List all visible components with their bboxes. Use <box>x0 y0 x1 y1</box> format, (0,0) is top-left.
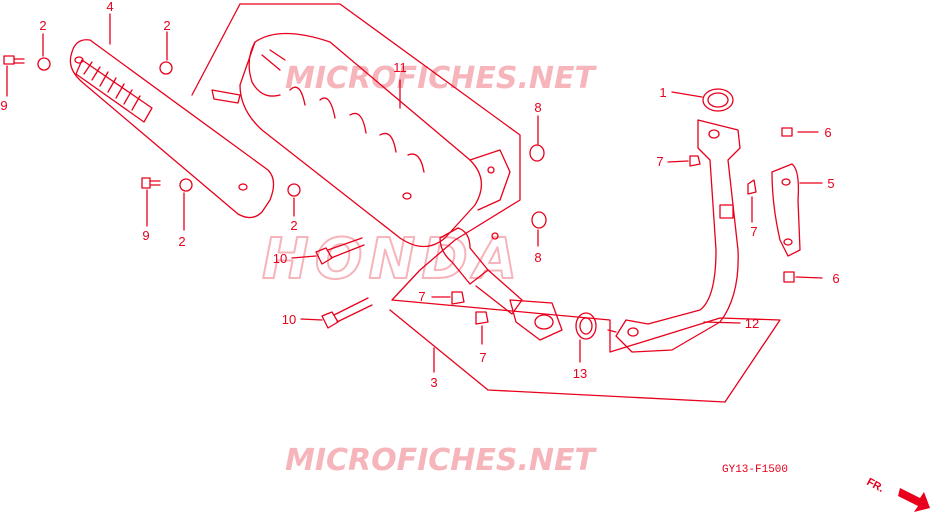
callout-7-c: 7 <box>418 289 425 304</box>
callout-6-b: 6 <box>832 271 839 286</box>
nut-7b <box>747 179 757 195</box>
heat-shield-part <box>69 39 275 219</box>
callout-8-b: 8 <box>534 250 541 265</box>
bolt-6-lower <box>783 271 795 283</box>
front-label: FR. <box>865 476 886 495</box>
bolt-6-upper <box>781 127 793 137</box>
bolt-10-upper <box>315 237 365 265</box>
washer-2a <box>37 57 51 71</box>
callout-7-d: 7 <box>479 350 486 365</box>
callout-4: 4 <box>106 0 113 14</box>
callout-7-b: 7 <box>750 224 757 239</box>
nut-7a <box>689 155 701 167</box>
front-arrow-icon <box>898 488 930 512</box>
callout-12: 12 <box>745 316 759 331</box>
nut-7d <box>475 311 489 325</box>
washer-2d <box>287 183 301 197</box>
callout-11: 11 <box>393 60 407 75</box>
callout-2-a: 2 <box>39 18 46 33</box>
outline-left-edge <box>191 3 241 96</box>
gasket-13-part <box>575 312 597 340</box>
bolt-10-lower <box>321 297 373 329</box>
exhaust-pipe-part <box>607 119 741 353</box>
bolt-9-lower <box>141 177 161 189</box>
washer-2b <box>159 61 173 75</box>
callout-2-c: 2 <box>178 234 185 249</box>
callout-5: 5 <box>827 176 834 191</box>
callout-8-a: 8 <box>534 100 541 115</box>
callout-9-b: 9 <box>142 228 149 243</box>
callout-6-a: 6 <box>824 125 831 140</box>
collar-8b <box>531 211 547 229</box>
watermark-top: MICROFICHES.NET <box>285 61 598 96</box>
nut-7c <box>451 291 465 305</box>
diagram-code: GY13-F1500 <box>722 464 788 476</box>
callout-2-b: 2 <box>163 18 170 33</box>
front-direction-indicator: FR. <box>865 476 930 512</box>
callout-10-b: 10 <box>282 312 296 327</box>
callout-3: 3 <box>430 375 437 390</box>
callout-2-d: 2 <box>290 218 297 233</box>
gasket-1-part <box>702 88 734 112</box>
bolt-9-upper <box>3 55 25 65</box>
muffler-body-part <box>211 32 563 341</box>
callout-7-a: 7 <box>656 154 663 169</box>
watermark-bottom: MICROFICHES.NET <box>285 443 598 478</box>
leader-lines <box>6 13 823 373</box>
callout-10-a: 10 <box>273 251 287 266</box>
callout-9-a: 9 <box>0 98 7 113</box>
collar-8a <box>529 144 545 162</box>
washer-2c <box>179 178 193 192</box>
watermark-honda: HONDA <box>262 227 523 292</box>
callout-1: 1 <box>659 85 666 100</box>
muffler-assembly-outline <box>239 3 781 403</box>
callout-13: 13 <box>573 366 587 381</box>
pipe-protector-part <box>771 163 801 257</box>
